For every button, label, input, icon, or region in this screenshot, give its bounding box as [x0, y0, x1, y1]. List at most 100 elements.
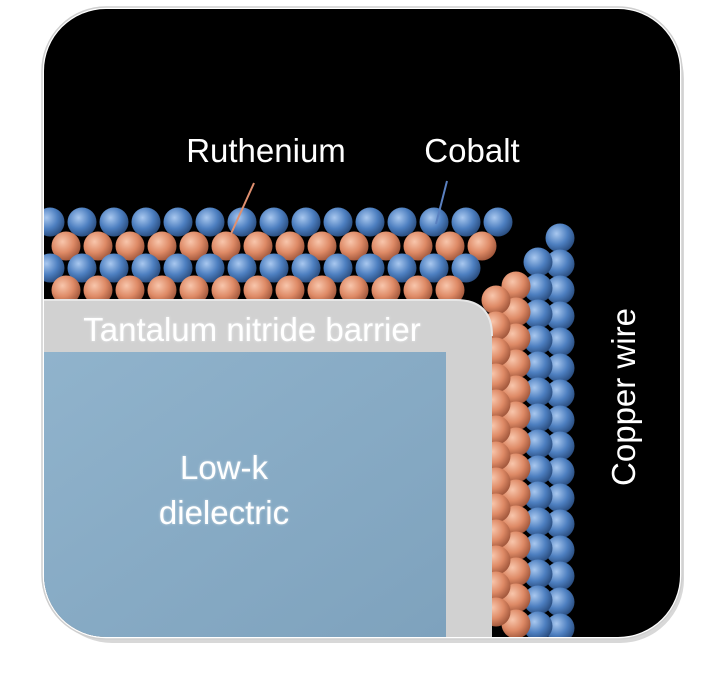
cobalt-atom: [227, 207, 257, 237]
cobalt-atom: [523, 429, 553, 459]
cobalt-atom: [419, 253, 449, 283]
cobalt-atom: [67, 253, 97, 283]
cobalt-atom: [195, 253, 225, 283]
cobalt-atom: [523, 247, 553, 277]
cobalt-atom: [451, 207, 481, 237]
dielectric-label-line1-glow: Low-k: [180, 449, 269, 486]
cobalt-atom: [545, 613, 575, 637]
cobalt-atom: [523, 585, 553, 615]
cobalt-atom: [545, 249, 575, 279]
cobalt-atom: [545, 327, 575, 357]
barrier-edge: [44, 299, 493, 337]
cobalt-atom: [323, 253, 353, 283]
ruthenium-atom: [147, 231, 177, 261]
cobalt-atom: [545, 483, 575, 513]
barrier-label-glow: Tantalum nitride barrier: [83, 311, 420, 348]
ruthenium-label: Ruthenium: [186, 132, 346, 169]
ruthenium-atom: [243, 231, 273, 261]
cobalt-atom: [523, 403, 553, 433]
cobalt-atom: [545, 275, 575, 305]
cobalt-atom: [163, 207, 193, 237]
card-content: [44, 9, 680, 637]
cobalt-atom: [291, 253, 321, 283]
ruthenium-atom: [275, 231, 305, 261]
cobalt-atom: [387, 253, 417, 283]
ruthenium-atom: [115, 231, 145, 261]
ruthenium-atom: [83, 231, 113, 261]
ruthenium-atom: [243, 275, 273, 305]
dielectric-label-line2-glow: dielectric: [159, 494, 289, 531]
ruthenium-atom: [481, 285, 511, 315]
cobalt-atom: [523, 481, 553, 511]
ruthenium-atom: [51, 275, 81, 305]
cobalt-atom: [523, 611, 553, 637]
cobalt-label: Cobalt: [424, 132, 519, 169]
ruthenium-atom: [435, 275, 465, 305]
cobalt-atom: [523, 325, 553, 355]
cobalt-atom: [387, 207, 417, 237]
cobalt-atom: [227, 253, 257, 283]
cobalt-atom: [131, 253, 161, 283]
cobalt-atom: [523, 533, 553, 563]
ruthenium-atom: [307, 275, 337, 305]
ruthenium-atom: [403, 275, 433, 305]
ruthenium-atom: [339, 231, 369, 261]
cobalt-atom: [523, 559, 553, 589]
cobalt-atom: [523, 273, 553, 303]
low-k-dielectric-block: [44, 352, 446, 637]
ruthenium-atom: [147, 275, 177, 305]
ruthenium-atom: [211, 275, 241, 305]
ruthenium-atom: [371, 231, 401, 261]
cobalt-atom: [259, 253, 289, 283]
cobalt-atom: [99, 207, 129, 237]
ruthenium-atom: [467, 231, 497, 261]
cobalt-atom: [523, 299, 553, 329]
cobalt-atom: [67, 207, 97, 237]
cobalt-atom: [545, 223, 575, 253]
ruthenium-atom: [435, 231, 465, 261]
ruthenium-atom: [339, 275, 369, 305]
cobalt-atom: [523, 377, 553, 407]
cobalt-atom: [44, 207, 65, 237]
ruthenium-atom: [83, 275, 113, 305]
cobalt-atom: [99, 253, 129, 283]
ruthenium-atom: [275, 275, 305, 305]
cobalt-atom: [545, 535, 575, 565]
dielectric-label-line1: Low-k: [180, 449, 269, 486]
cobalt-atom: [163, 253, 193, 283]
cobalt-atom: [44, 253, 65, 283]
ruthenium-leader-line: [229, 182, 255, 237]
cobalt-atom: [451, 253, 481, 283]
cobalt-atom: [545, 561, 575, 591]
cobalt-atom: [523, 455, 553, 485]
atom-layers: [44, 207, 575, 637]
cobalt-atom: [355, 253, 385, 283]
cobalt-atom: [545, 379, 575, 409]
ruthenium-atom: [371, 275, 401, 305]
cobalt-atom: [323, 207, 353, 237]
cobalt-atom: [419, 207, 449, 237]
cobalt-atom: [545, 509, 575, 539]
ruthenium-atom: [179, 275, 209, 305]
cobalt-atom: [545, 353, 575, 383]
cobalt-atom: [523, 507, 553, 537]
cobalt-atom: [291, 207, 321, 237]
cobalt-atom: [483, 207, 513, 237]
cobalt-atom: [355, 207, 385, 237]
cobalt-atom: [545, 457, 575, 487]
cobalt-atom: [545, 587, 575, 617]
dielectric-label-line2: dielectric: [159, 494, 289, 531]
cobalt-atom: [195, 207, 225, 237]
ruthenium-atom: [307, 231, 337, 261]
ruthenium-atom: [51, 231, 81, 261]
cobalt-atom: [523, 351, 553, 381]
ruthenium-atom: [179, 231, 209, 261]
ruthenium-atom: [403, 231, 433, 261]
ruthenium-atom: [211, 231, 241, 261]
ruthenium-atom: [115, 275, 145, 305]
barrier-label: Tantalum nitride barrier: [83, 311, 420, 348]
cobalt-atom: [259, 207, 289, 237]
cobalt-atom: [131, 207, 161, 237]
